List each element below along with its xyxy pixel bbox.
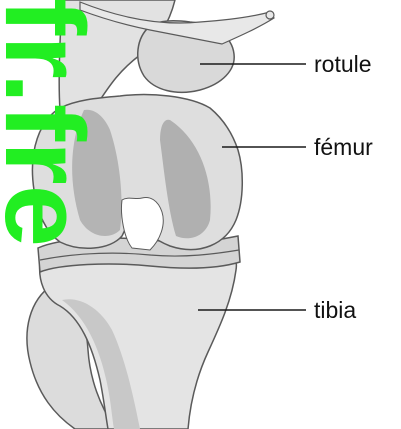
watermark: fr.fre — [0, 0, 107, 247]
watermark-text: fr.fre — [0, 0, 107, 247]
tendon-knob — [266, 11, 274, 19]
rotule-label: rotule — [314, 51, 372, 77]
femur-label: fémur — [314, 134, 373, 160]
tibia-label: tibia — [314, 297, 356, 323]
